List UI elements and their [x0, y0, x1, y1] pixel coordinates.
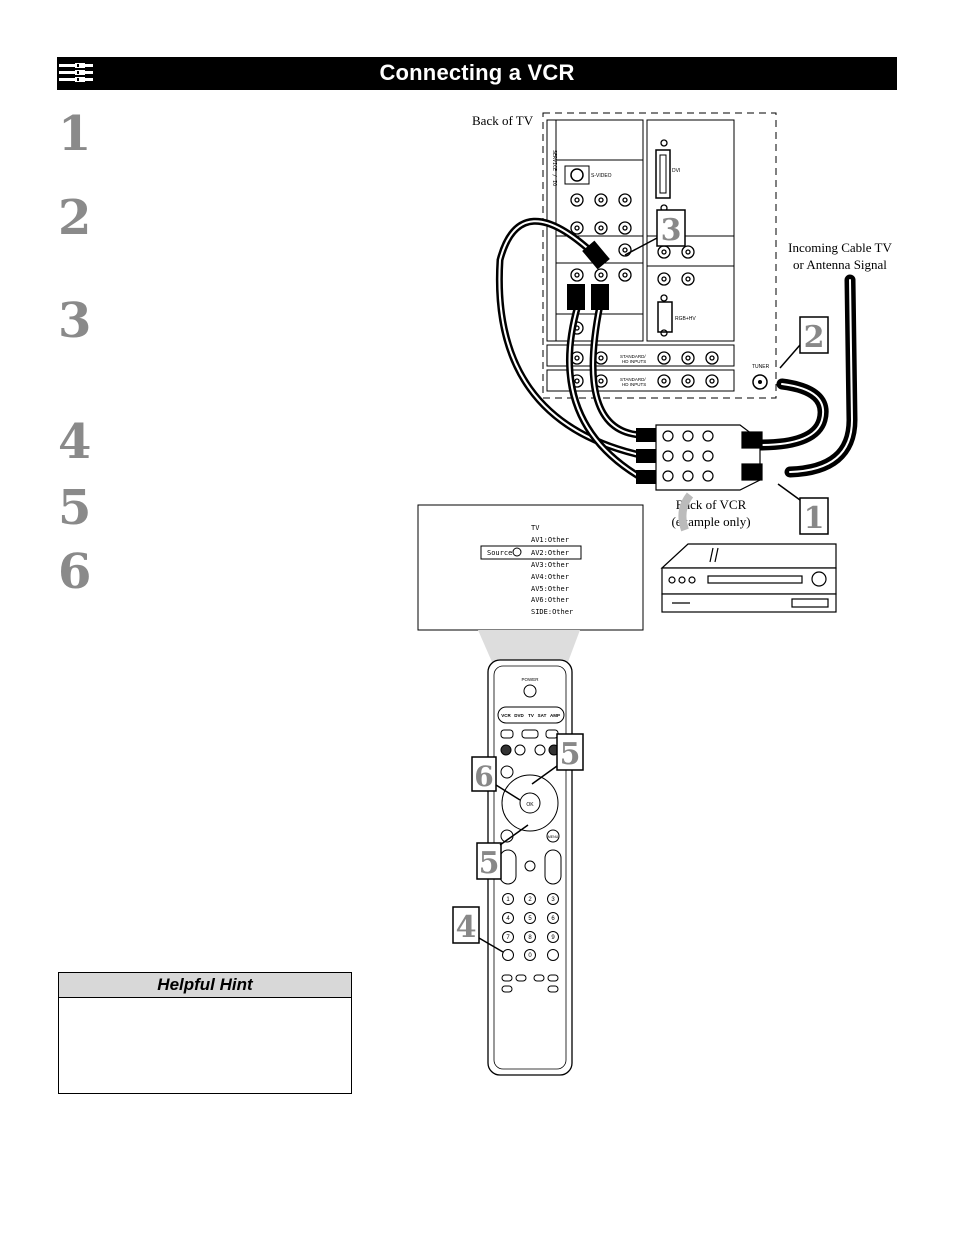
helpful-hint-box: Helpful Hint — [58, 972, 352, 1094]
svg-text:5: 5 — [528, 916, 532, 922]
svg-text:AMP: AMP — [550, 713, 560, 718]
vcr-label-2: (example only) — [671, 514, 750, 529]
cable-connector-icon — [57, 61, 97, 86]
menu-item-selected: AV2:Other — [531, 549, 569, 557]
callout-4: 4 — [452, 906, 504, 953]
svg-text:SAT: SAT — [538, 713, 547, 718]
menu-item: SIDE:Other — [531, 608, 573, 616]
step-number-4: 4 — [58, 414, 92, 470]
av-plugs — [567, 240, 656, 484]
svg-text:S-VIDEO: S-VIDEO — [591, 173, 612, 179]
incoming-signal-label-1: Incoming Cable TV — [788, 240, 892, 255]
svg-text:TV: TV — [528, 713, 534, 718]
svg-text:POWER: POWER — [521, 677, 539, 682]
back-of-tv-label: Back of TV — [472, 113, 534, 128]
svg-text:6: 6 — [474, 760, 493, 793]
vcr-label-1: Back of VCR — [676, 497, 747, 512]
callout-5-top: 5 — [531, 733, 584, 785]
page-title: Connecting a VCR — [379, 60, 575, 85]
svg-text:RGB+HV: RGB+HV — [675, 316, 696, 322]
helpful-hint-title: Helpful Hint — [59, 973, 351, 998]
standard-hd-label-1: STANDARD/ — [620, 354, 646, 359]
vcr-illustration — [660, 543, 837, 613]
step-number-3: 3 — [58, 293, 92, 349]
svg-text:9: 9 — [551, 935, 555, 941]
incoming-signal-label-2: or Antenna Signal — [793, 257, 887, 272]
svg-text:1: 1 — [506, 897, 510, 903]
svg-text:8: 8 — [528, 935, 532, 941]
svg-text:DVI: DVI — [672, 168, 680, 174]
step-number-5: 5 — [58, 480, 92, 536]
svg-text:4: 4 — [456, 910, 477, 945]
av-cables — [495, 217, 642, 481]
svg-text:DVD: DVD — [514, 713, 524, 718]
coax-cables — [754, 274, 858, 478]
svg-text:5: 5 — [479, 846, 500, 881]
step-number-2: 2 — [58, 190, 92, 246]
svg-text:0: 0 — [528, 953, 532, 959]
menu-item: TV — [531, 524, 540, 532]
dvi-port: DVI — [655, 149, 680, 199]
svg-text:OK: OK — [526, 802, 534, 808]
menu-source-label: Source — [487, 549, 512, 557]
svg-text:6: 6 — [551, 916, 555, 922]
menu-item: AV1:Other — [531, 536, 569, 544]
svg-text:1: 1 — [804, 501, 825, 536]
vcr-back-panel — [655, 424, 763, 491]
remote-beam — [478, 630, 580, 662]
callout-6: 6 — [471, 756, 521, 801]
svg-text:3: 3 — [551, 897, 555, 903]
svg-text:TUNER: TUNER — [752, 364, 770, 370]
svg-text:VCR: VCR — [501, 713, 511, 718]
callout-2: 2 — [779, 316, 829, 369]
svg-text:3: 3 — [661, 213, 682, 248]
standard-hd-label-2: STANDARD/ — [620, 377, 646, 382]
tv-back-panel — [546, 119, 735, 392]
s-video-port: S-VIDEO — [564, 165, 612, 185]
menu-item: AV6:Other — [531, 596, 569, 604]
svg-text:7: 7 — [506, 935, 510, 941]
tuner-port: TUNER — [752, 364, 770, 390]
svg-text:2: 2 — [528, 897, 532, 903]
svg-text:2: 2 — [804, 320, 825, 355]
svg-text:HD INPUTS: HD INPUTS — [622, 359, 646, 364]
menu-item: AV4:Other — [531, 573, 569, 581]
svg-text:MENU: MENU — [548, 835, 559, 839]
callout-1: 1 — [777, 483, 829, 536]
svg-text:4: 4 — [506, 916, 510, 922]
source-menu-screen: Source TV AV1:Other AV2:Other AV3:Other … — [417, 504, 644, 631]
step-number-1: 1 — [58, 106, 92, 162]
callout-5-bottom: 5 — [476, 824, 529, 881]
svg-text:HD INPUTS: HD INPUTS — [622, 382, 646, 387]
menu-item: AV5:Other — [531, 585, 569, 593]
section-header: Connecting a VCR — [57, 57, 897, 90]
rgb-hv-port: RGB+HV — [657, 301, 696, 333]
callout-3: 3 — [624, 209, 686, 256]
svg-text:5: 5 — [560, 737, 581, 772]
av-jacks — [570, 139, 719, 388]
step-number-6: 6 — [58, 544, 92, 600]
panel-label-service: SERVICE / IO — [551, 150, 557, 186]
menu-item: AV3:Other — [531, 561, 569, 569]
